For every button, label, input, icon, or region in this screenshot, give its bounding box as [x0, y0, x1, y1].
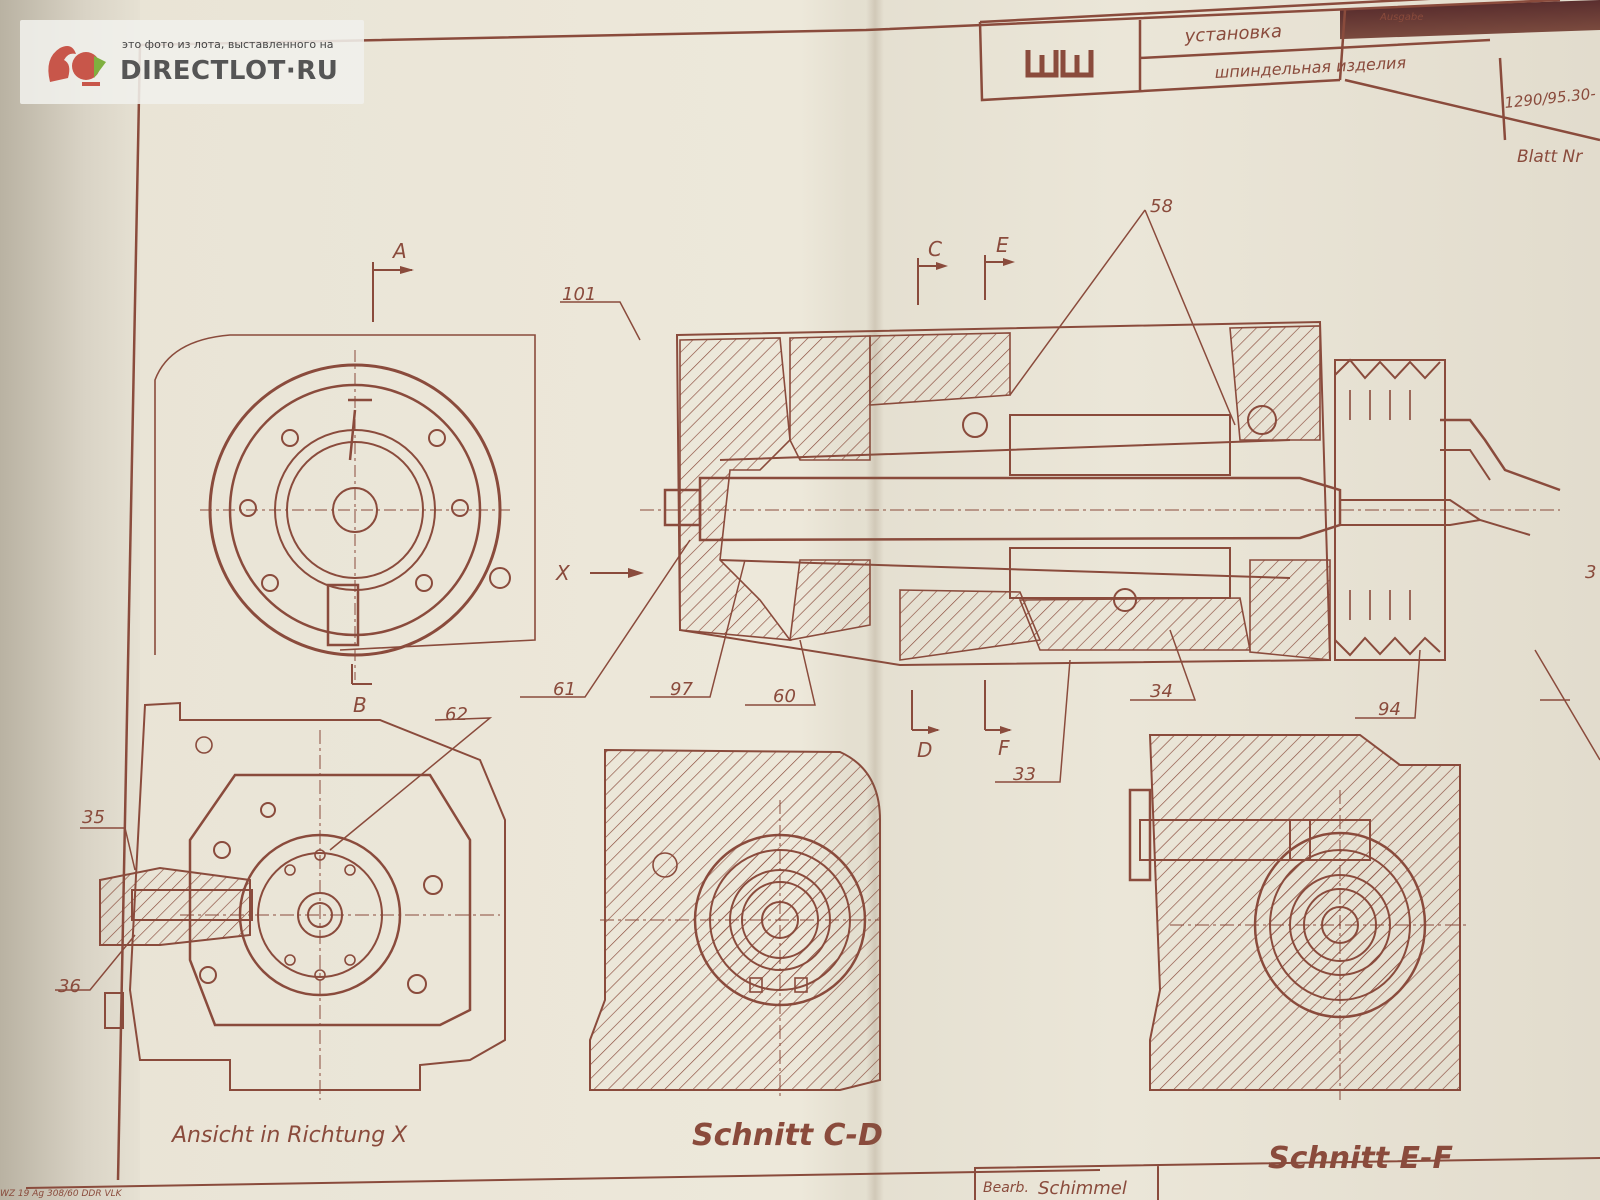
part-number-62: 62	[445, 704, 468, 725]
drawing-labels: A B C D E F X 58 101 61 97 60 34 94 33 6…	[0, 12, 1597, 1199]
bearb-box-lines	[974, 1157, 1600, 1200]
section-e-f-drawing	[1128, 734, 1470, 1100]
section-mark-d: D	[917, 738, 932, 762]
part-number-61: 61	[553, 679, 576, 700]
part-number-60: 60	[773, 686, 796, 707]
part-number-34: 34	[1150, 681, 1173, 702]
section-mark-f: F	[998, 736, 1010, 760]
section-mark-e: E	[996, 233, 1009, 257]
sheet-border-top	[139, 0, 1561, 47]
section-c-d-drawing	[589, 748, 881, 1100]
part-number-36: 36	[58, 976, 81, 997]
main-spindle-section	[520, 209, 1600, 783]
drawing-number: 1290/95.30-	[1504, 85, 1597, 112]
part-number-58: 58	[1150, 196, 1173, 217]
part-number-33: 33	[1013, 764, 1036, 785]
view-title-ansicht: Ansicht in Richtung X	[170, 1123, 408, 1148]
part-number-101: 101	[562, 284, 596, 305]
book-page-edge	[0, 0, 140, 1200]
section-mark-x: X	[555, 561, 571, 585]
section-mark-b: B	[353, 693, 367, 717]
part-number-94: 94	[1378, 699, 1401, 720]
view-x-drawing	[55, 701, 506, 1100]
bearb-label: Bearb.	[983, 1180, 1029, 1196]
view-title-schnitt-ef: Schnitt E-F	[1268, 1141, 1453, 1176]
sheet-border-bottom	[25, 1169, 1101, 1189]
wmw-logo-icon	[1025, 50, 1094, 78]
view-title-schnitt-cd: Schnitt C-D	[692, 1118, 883, 1153]
part-number-97: 97	[670, 679, 693, 700]
title-line-2: шпиндельная изделия	[1214, 53, 1407, 82]
directlot-watermark: это фото из лота, выставленного на DIREC…	[20, 20, 364, 104]
part-number-35: 35	[82, 807, 105, 828]
title-block	[978, 0, 1600, 142]
sheet-number-label: Blatt Nr	[1517, 147, 1583, 167]
squirrel-logo-icon	[48, 46, 106, 86]
bearb-signature: Schimmel	[1038, 1178, 1127, 1199]
watermark-caption: это фото из лота, выставленного на	[122, 38, 334, 51]
footer-print: WZ 19 Ag 308/60 DDR VLK	[0, 1189, 123, 1199]
view-a-b-front	[154, 262, 536, 685]
watermark-brand: DIRECTLOT·RU	[120, 56, 339, 86]
ausgabe-label: Ausgabe	[1379, 12, 1423, 23]
section-mark-c: C	[928, 237, 942, 261]
title-line-1: установка	[1183, 21, 1282, 47]
sheet-border-left	[116, 44, 142, 1181]
page-fold-shadow	[866, 0, 884, 1200]
section-mark-a: A	[391, 239, 407, 263]
part-number-3: 3	[1585, 562, 1596, 583]
